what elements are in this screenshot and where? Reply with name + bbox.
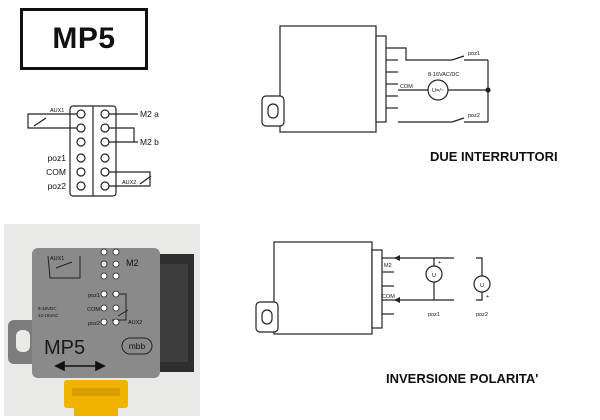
- d1-poz1: poz1: [468, 51, 480, 57]
- d1-poz2: poz2: [468, 113, 480, 119]
- poz1-label: poz1: [48, 153, 67, 163]
- d2-plus-2: +: [486, 294, 489, 300]
- photo-aux1: AUX1: [50, 256, 64, 262]
- caption-polarity-inversion: INVERSIONE POLARITA': [386, 371, 539, 386]
- title-box: MP5: [20, 8, 148, 70]
- aux1-loop: [27, 113, 77, 129]
- aux1-label: AUX1: [50, 108, 64, 114]
- mbb-logo: [121, 337, 153, 355]
- d2-m2: M2: [384, 263, 392, 269]
- d2-poz1: poz1: [428, 312, 440, 318]
- d2-plus-1: +: [438, 260, 441, 266]
- aux2-label: AUX2: [122, 180, 136, 186]
- photo-poz2: poz2: [88, 321, 100, 327]
- m2b-label: M2 b: [140, 137, 159, 147]
- photo-brand: MP5: [44, 337, 85, 359]
- d1-supply: 8-16VAC/DC: [428, 72, 459, 78]
- photo-m2: M2: [126, 258, 139, 268]
- source-circle-1: [425, 265, 443, 283]
- page-title: MP5: [52, 22, 116, 55]
- com-label: COM: [46, 167, 66, 177]
- caption-two-switches: DUE INTERRUTTORI: [430, 149, 558, 164]
- module-body-2: [273, 241, 373, 335]
- photo-logo: mbb: [129, 341, 146, 351]
- m2a-label: M2 a: [140, 109, 159, 119]
- module-body: [279, 25, 377, 133]
- photo-aux2: AUX2: [128, 320, 142, 326]
- device-photo: AUX1 M2 poz1 COM poz2 AUX2 8-16VDC 12-16…: [4, 224, 200, 416]
- photo-poz1: poz1: [88, 293, 100, 299]
- pinout-diagram: AUX1 M2 a M2 b AUX2 poz1 COM poz2: [27, 105, 159, 197]
- d1-symbol: U=/~: [432, 88, 444, 94]
- diagram-two-switches: poz1 poz2 8-16VAC/DC U=/~ COM: [261, 25, 491, 133]
- poz2-label: poz2: [48, 181, 67, 191]
- source-circle-2: [473, 275, 491, 293]
- photo-supply1: 8-16VDC: [38, 306, 57, 311]
- photo-supply2: 12-16VAC: [38, 313, 59, 318]
- photo-com: COM: [87, 307, 100, 313]
- device-body: [32, 248, 160, 378]
- d2-com: COM: [382, 294, 395, 300]
- d1-com: COM: [400, 84, 413, 90]
- d2-poz2: poz2: [476, 312, 488, 318]
- diagram-polarity-inversion: M2 COM U U + + poz1 poz2: [255, 241, 491, 335]
- arrow-icons: [394, 255, 400, 303]
- d2-symbol-1: U: [432, 273, 436, 279]
- aux2-loop: [109, 171, 151, 187]
- double-arrow-icon: [54, 360, 106, 372]
- d2-symbol-2: U: [480, 283, 484, 289]
